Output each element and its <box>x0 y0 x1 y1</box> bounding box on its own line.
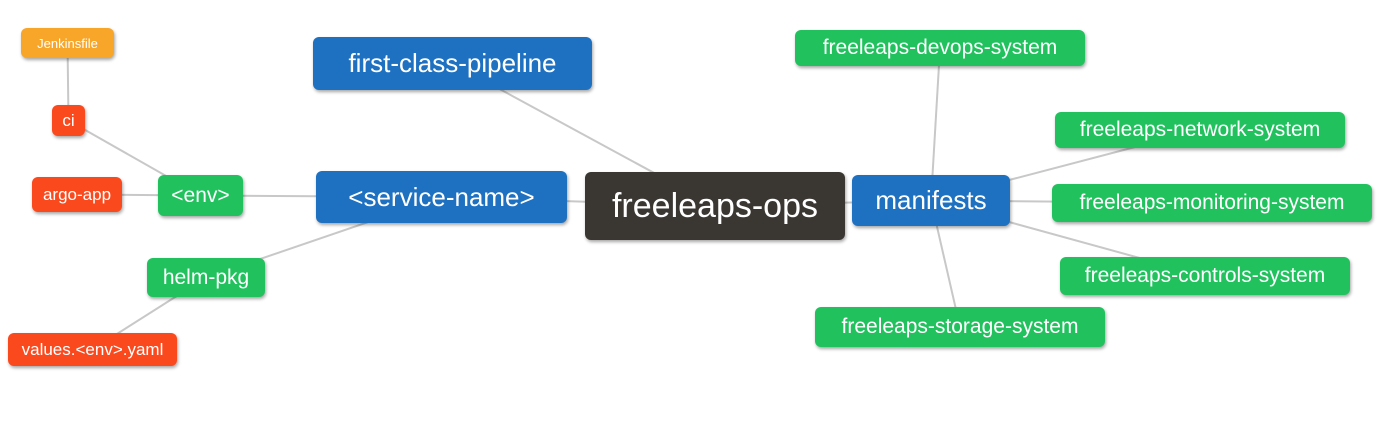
node-ci[interactable]: ci <box>52 105 85 136</box>
node-env[interactable]: <env> <box>158 175 243 216</box>
node-freeleaps-ops[interactable]: freeleaps-ops <box>585 172 845 240</box>
node-service-name[interactable]: <service-name> <box>316 171 567 223</box>
node-argo-app[interactable]: argo-app <box>32 177 122 212</box>
node-freeleaps-controls-system[interactable]: freeleaps-controls-system <box>1060 257 1350 295</box>
node-freeleaps-storage-system[interactable]: freeleaps-storage-system <box>815 307 1105 347</box>
node-freeleaps-network-system[interactable]: freeleaps-network-system <box>1055 112 1345 148</box>
node-first-class-pipeline[interactable]: first-class-pipeline <box>313 37 592 90</box>
node-manifests[interactable]: manifests <box>852 175 1010 226</box>
node-freeleaps-monitoring-system[interactable]: freeleaps-monitoring-system <box>1052 184 1372 222</box>
node-jenkinsfile[interactable]: Jenkinsfile <box>21 28 114 58</box>
node-helm-pkg[interactable]: helm-pkg <box>147 258 265 297</box>
node-freeleaps-devops-system[interactable]: freeleaps-devops-system <box>795 30 1085 66</box>
node-values-env-yaml[interactable]: values.<env>.yaml <box>8 333 177 366</box>
